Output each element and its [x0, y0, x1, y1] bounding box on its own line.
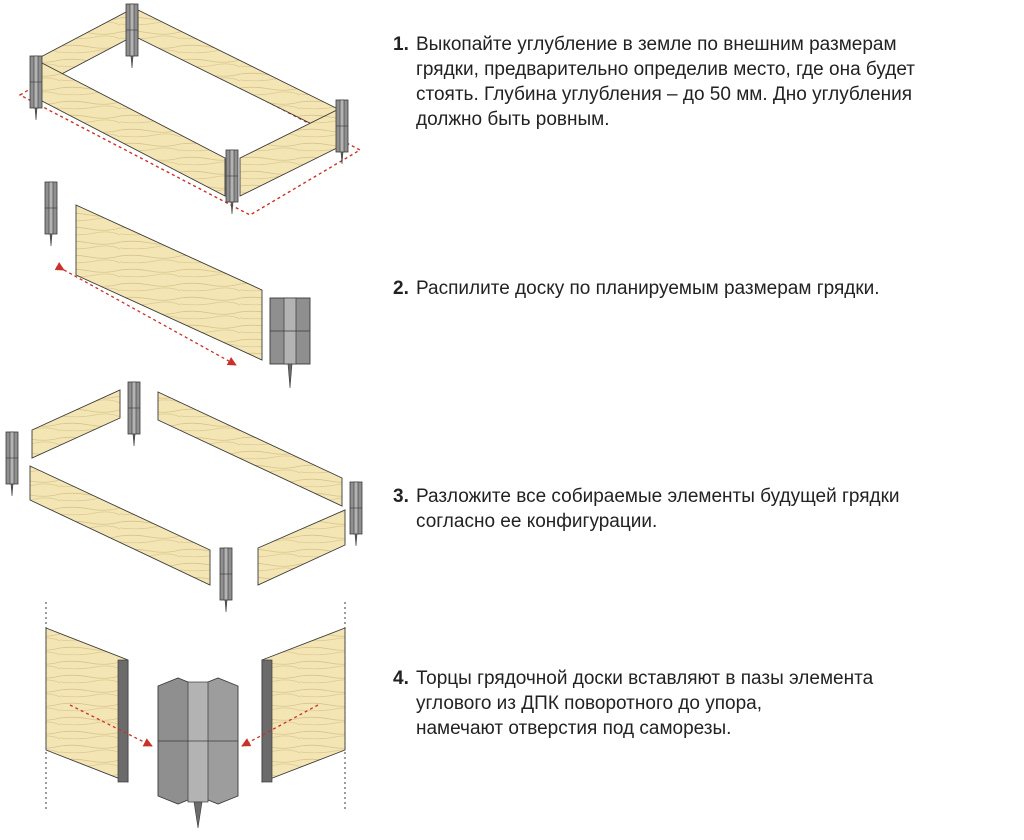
step-number: 4. [393, 668, 409, 689]
step-number: 1. [393, 34, 409, 55]
step-2: 2. Распилите доску по планируемым размер… [393, 276, 1003, 301]
assembled-bed-on-ground-illustration [18, 3, 362, 216]
step-description: Распилите доску по планируемым размерам … [416, 278, 880, 299]
instructions-illustration-panel [5, 3, 363, 829]
step-number: 2. [393, 278, 409, 299]
step-description: Разложите все собираемые элементы будуще… [416, 486, 900, 532]
exploded-layout-illustration [5, 381, 363, 613]
step-1: 1. Выкопайте углубление в земле по внешн… [393, 32, 1003, 132]
step-3: 3. Разложите все собираемые элементы буд… [393, 484, 1003, 534]
board-insertion-into-corner-illustration [45, 602, 346, 829]
step-4: 4. Торцы грядочной доски вставляют в паз… [393, 666, 1003, 741]
step-number: 3. [393, 486, 409, 507]
step-description: Торцы грядочной доски вставляют в пазы э… [416, 668, 874, 739]
step-description: Выкопайте углубление в земле по внешним … [416, 34, 915, 130]
board-cut-to-size-illustration [44, 181, 311, 389]
